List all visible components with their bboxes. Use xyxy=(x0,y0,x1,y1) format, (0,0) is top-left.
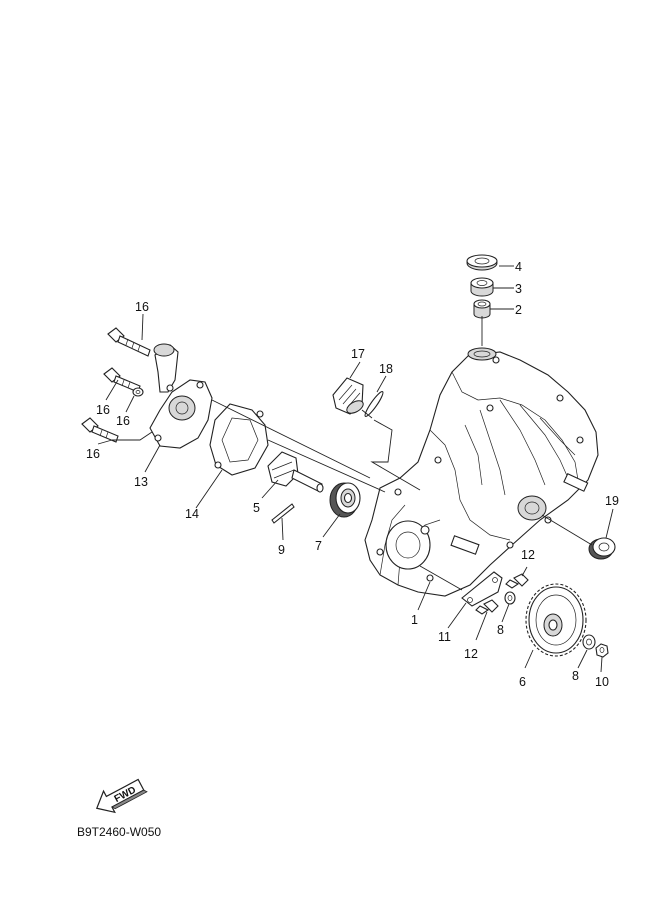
callout-15: 16 xyxy=(116,414,130,428)
callout-19: 18 xyxy=(379,362,393,376)
callout-9: 9 xyxy=(278,543,285,557)
callout-10: 10 xyxy=(595,675,609,689)
callout-2: 2 xyxy=(515,303,522,317)
callout-14: 14 xyxy=(185,507,199,521)
diagram-code: B9T2460-W050 xyxy=(77,825,161,839)
callout-7: 7 xyxy=(315,539,322,553)
part-4-oil-seal xyxy=(466,254,498,271)
part-13-pump-housing xyxy=(149,343,213,449)
callout-1: 1 xyxy=(411,613,418,627)
callout-16-low: 16 xyxy=(86,447,100,461)
callout-8-lower: 8 xyxy=(572,669,579,683)
part-8-washer-upper xyxy=(504,591,516,605)
part-19-o-ring xyxy=(364,391,384,417)
callout-17: 19 xyxy=(605,494,619,508)
part-14-gasket xyxy=(209,403,269,476)
callout-11: 11 xyxy=(438,630,451,644)
callout-3: 3 xyxy=(515,282,522,296)
leader-lines xyxy=(97,265,614,673)
part-11-bracket xyxy=(461,571,503,607)
part-7-bearing xyxy=(329,482,361,518)
fwd-arrow-icon: FWD xyxy=(95,778,148,814)
part-18-plug xyxy=(332,377,364,415)
part-8-washer-lower xyxy=(582,634,596,650)
callout-12-lower: 12 xyxy=(464,647,478,661)
callout-18: 17 xyxy=(351,347,365,361)
callout-8-upper: 8 xyxy=(497,623,504,637)
part-3-bearing xyxy=(470,277,494,297)
callout-labels: 4 3 2 17 18 16 16 16 16 13 14 5 9 7 1 11… xyxy=(86,260,619,689)
part-16-bolt-top xyxy=(107,327,151,357)
callout-16-mid: 16 xyxy=(96,403,110,417)
part-12-bolt-upper xyxy=(505,573,529,589)
part-12-bolt-lower xyxy=(475,599,499,615)
part-2-needle-bearing xyxy=(473,299,491,319)
callout-13: 13 xyxy=(134,475,148,489)
part-9-pin xyxy=(271,503,295,524)
callout-5: 5 xyxy=(253,501,260,515)
part-15-washer xyxy=(132,387,144,397)
part-16-bolt-low xyxy=(81,417,119,443)
crankcase-cover xyxy=(364,347,599,597)
part-10-nut xyxy=(595,643,609,658)
callout-6: 6 xyxy=(519,675,526,689)
callout-12-upper: 12 xyxy=(521,548,535,562)
callout-4: 4 xyxy=(515,260,522,274)
part-5-impeller-shaft xyxy=(267,451,324,493)
part-16-bolt-mid xyxy=(103,367,141,393)
part-6-gear xyxy=(525,583,587,657)
callout-16-top: 16 xyxy=(135,300,149,314)
part-17-oil-seal xyxy=(588,537,616,560)
